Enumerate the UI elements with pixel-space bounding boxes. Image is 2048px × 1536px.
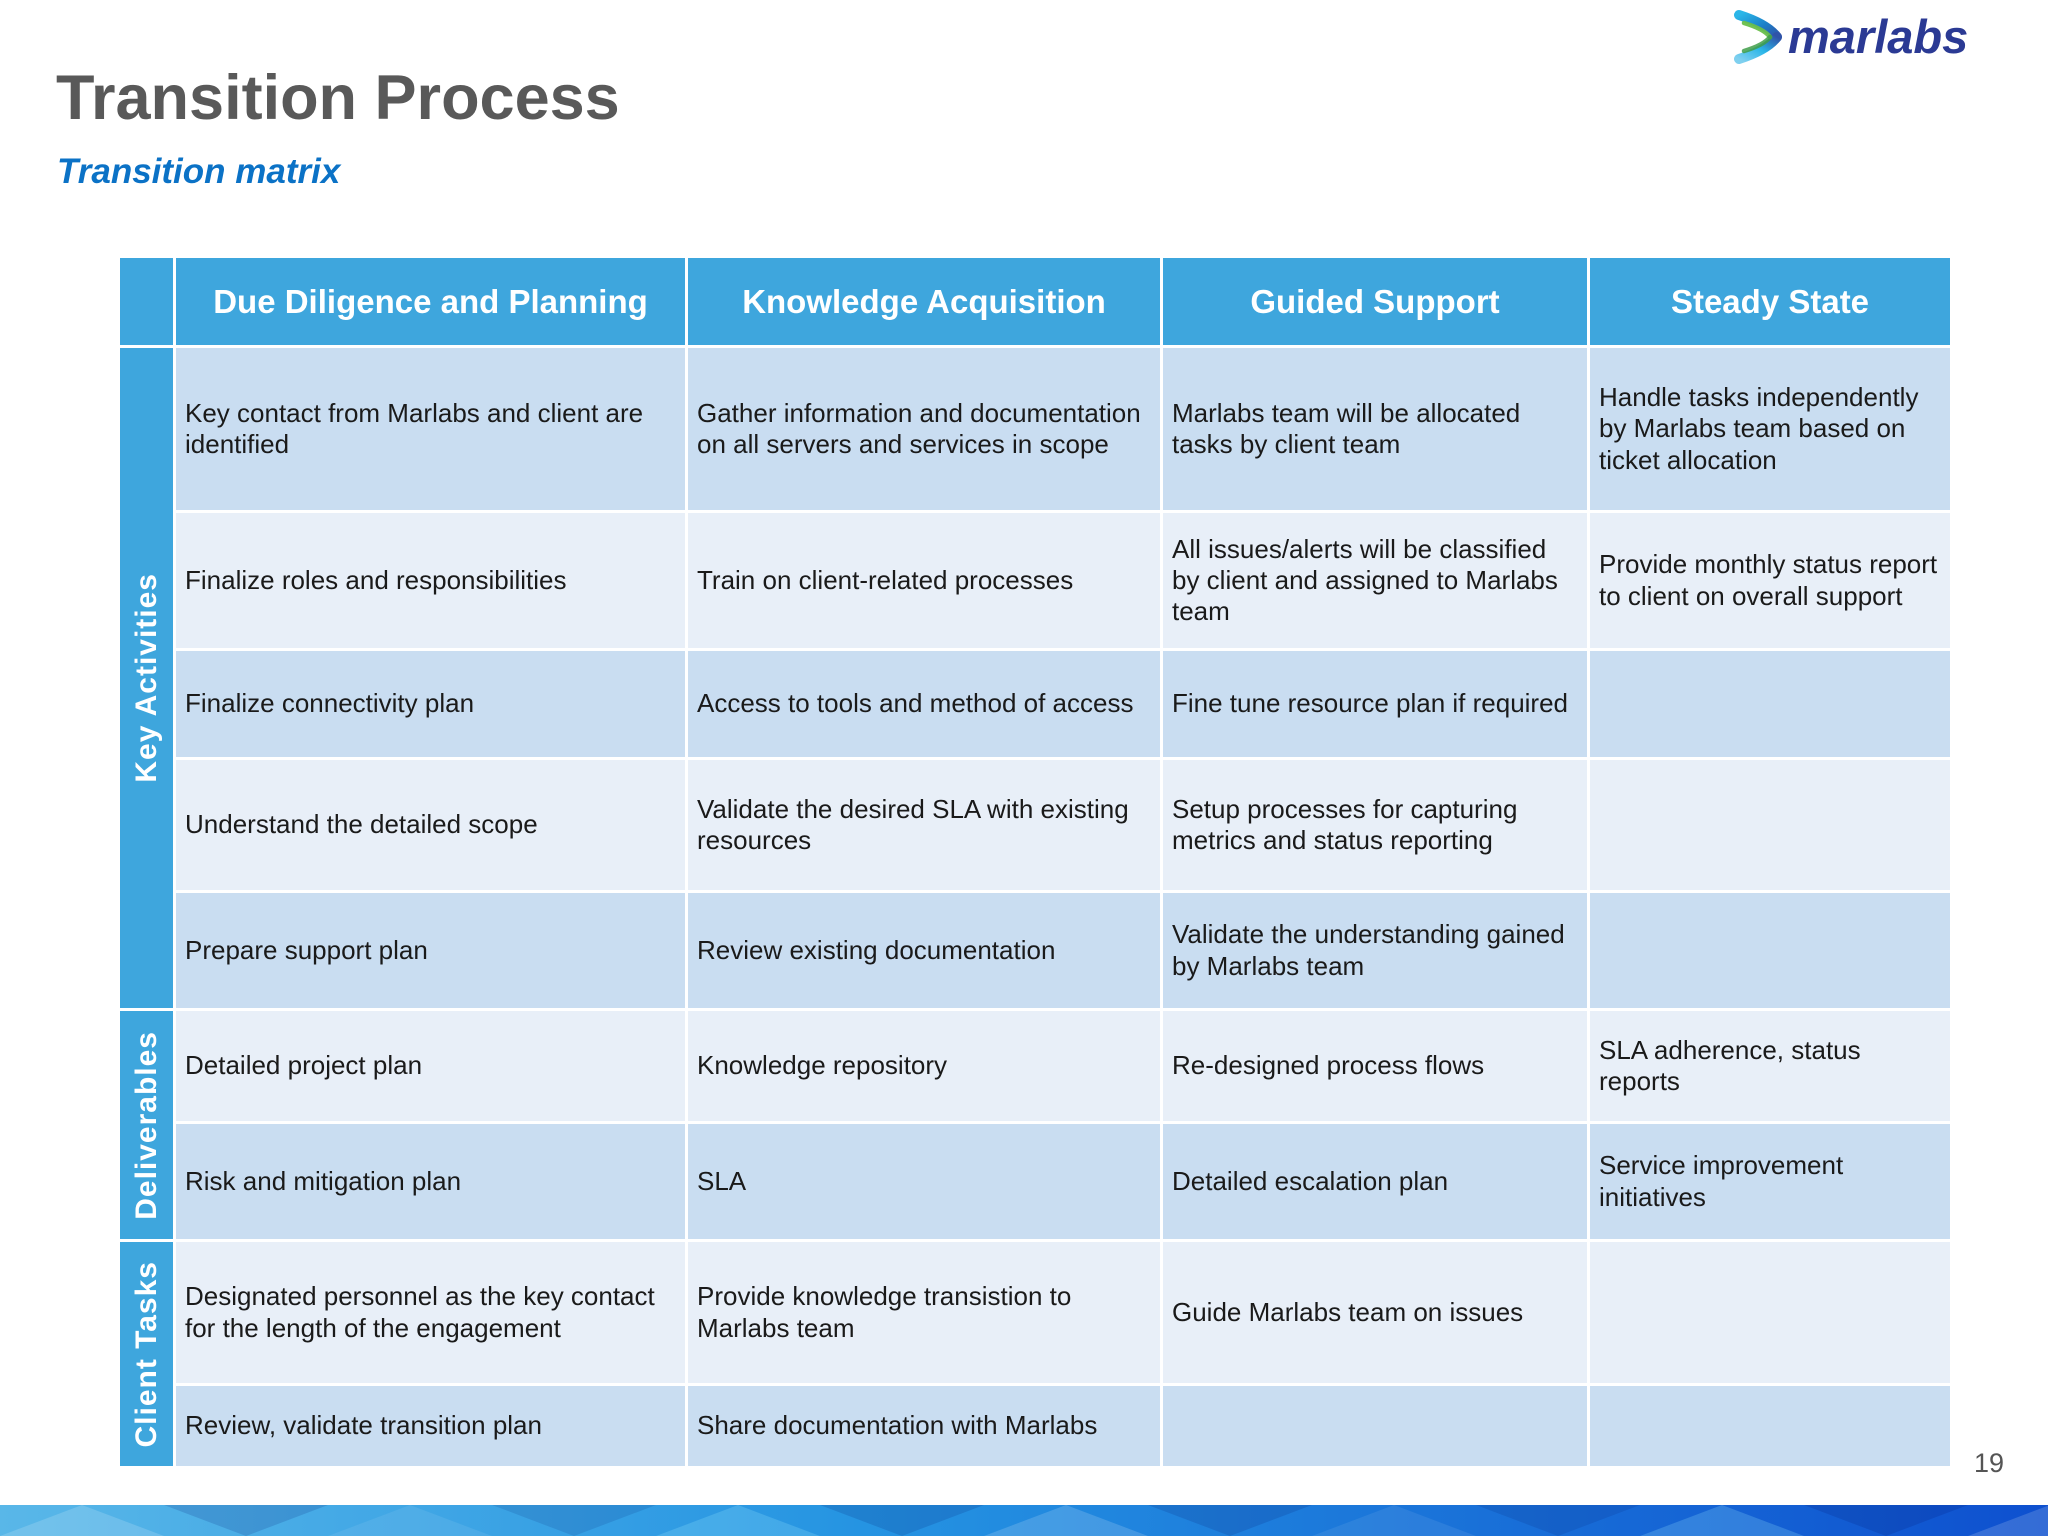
footer-triangle (1312, 1505, 1476, 1536)
footer-triangle (328, 1505, 492, 1536)
table-cell: SLA adherence, status reports (1590, 1011, 1950, 1121)
column-header: Knowledge Acquisition (688, 258, 1160, 345)
group-label-text: Key Activities (129, 573, 163, 783)
footer-triangle (1148, 1505, 1312, 1536)
footer-triangle (1640, 1505, 1804, 1536)
table-cell: Detailed project plan (176, 1011, 685, 1121)
page-title: Transition Process (56, 63, 620, 133)
table-cell: Access to tools and method of access (688, 651, 1160, 757)
footer-triangle (984, 1505, 1148, 1536)
table-cell: Detailed escalation plan (1163, 1124, 1587, 1239)
table-cell (1590, 1386, 1950, 1466)
footer-triangle (164, 1505, 328, 1536)
group-label-text: Deliverables (129, 1030, 163, 1220)
footer-triangle (656, 1505, 820, 1536)
table-cell: Gather information and documentation on … (688, 348, 1160, 510)
table-cell: Service improvement initiatives (1590, 1124, 1950, 1239)
table-cell: Risk and mitigation plan (176, 1124, 685, 1239)
footer-triangle (1476, 1505, 1640, 1536)
table-cell: Share documentation with Marlabs (688, 1386, 1160, 1466)
marlabs-logo: marlabs (1734, 10, 1968, 64)
table-cell: Prepare support plan (176, 893, 685, 1008)
footer-triangle (492, 1505, 656, 1536)
table-cell: Understand the detailed scope (176, 760, 685, 890)
table-cell: Train on client-related processes (688, 513, 1160, 648)
table-cell: Finalize roles and responsibilities (176, 513, 685, 648)
table-cell: Finalize connectivity plan (176, 651, 685, 757)
table-cell (1163, 1386, 1587, 1466)
table-cell: All issues/alerts will be classified by … (1163, 513, 1587, 648)
footer-triangle (0, 1505, 164, 1536)
footer-bar (0, 1505, 2048, 1536)
marlabs-logo-text: marlabs (1788, 10, 1968, 63)
table-cell: Fine tune resource plan if required (1163, 651, 1587, 757)
page-number: 19 (1973, 1448, 2004, 1478)
table-cell (1590, 893, 1950, 1008)
page-subtitle: Transition matrix (57, 152, 341, 191)
table-cell: Key contact from Marlabs and client are … (176, 348, 685, 510)
footer-triangle (820, 1505, 984, 1536)
group-label: Client Tasks (120, 1242, 173, 1466)
table-cell (1590, 1242, 1950, 1383)
table-cell: Setup processes for capturing metrics an… (1163, 760, 1587, 890)
table-cell: Handle tasks independently by Marlabs te… (1590, 348, 1950, 510)
table-cell: Review existing documentation (688, 893, 1160, 1008)
table-cell: Provide knowledge transistion to Marlabs… (688, 1242, 1160, 1383)
marlabs-chevron-icon (1734, 10, 1782, 64)
table-cell: Designated personnel as the key contact … (176, 1242, 685, 1383)
group-label: Deliverables (120, 1011, 173, 1239)
column-header: Due Diligence and Planning (176, 258, 685, 345)
table-corner-cell (120, 258, 173, 345)
table-cell: Review, validate transition plan (176, 1386, 685, 1466)
table-cell: Provide monthly status report to client … (1590, 513, 1950, 648)
table-cell: SLA (688, 1124, 1160, 1239)
table-cell: Validate the understanding gained by Mar… (1163, 893, 1587, 1008)
table-cell: Re-designed process flows (1163, 1011, 1587, 1121)
column-header: Guided Support (1163, 258, 1587, 345)
table-cell: Marlabs team will be allocated tasks by … (1163, 348, 1587, 510)
group-label-text: Client Tasks (129, 1260, 163, 1448)
table-cell (1590, 760, 1950, 890)
table-cell: Validate the desired SLA with existing r… (688, 760, 1160, 890)
table-cell (1590, 651, 1950, 757)
table-cell: Knowledge repository (688, 1011, 1160, 1121)
group-label: Key Activities (120, 348, 173, 1008)
table-cell: Guide Marlabs team on issues (1163, 1242, 1587, 1383)
footer-triangle (1804, 1505, 1968, 1536)
column-header: Steady State (1590, 258, 1950, 345)
